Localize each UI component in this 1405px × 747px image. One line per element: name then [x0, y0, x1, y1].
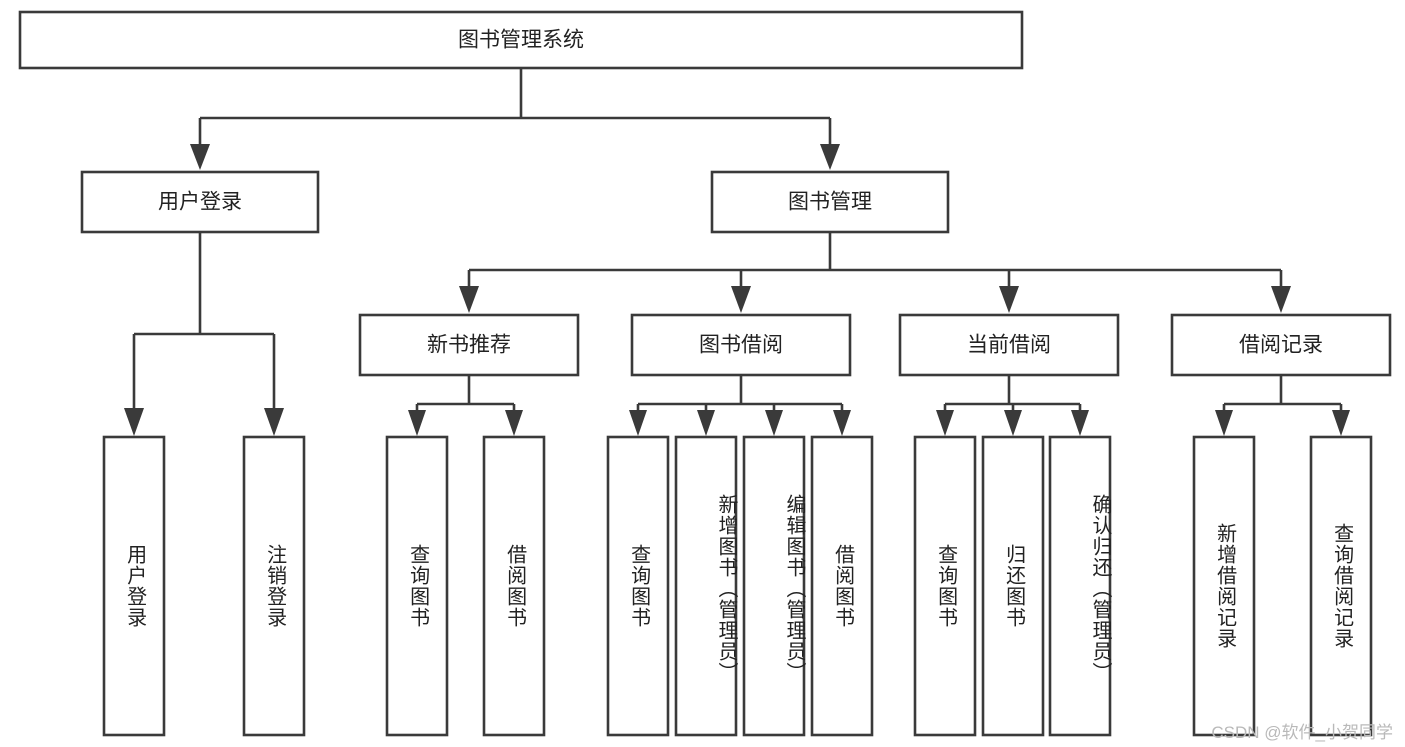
- leaf-box-book-borrow-3[interactable]: [810, 435, 874, 737]
- leaf-box-user-login-1[interactable]: [242, 435, 306, 737]
- arrow-cb-2: [1071, 410, 1089, 436]
- arrow-br-0: [1215, 410, 1233, 436]
- node-box-book-borrow[interactable]: [630, 313, 852, 377]
- arrow-bb-2: [765, 410, 783, 436]
- node-label-book-borrow: 图书借阅: [699, 334, 783, 357]
- connector-root-to-level2: [190, 68, 840, 170]
- arrow-nb-1: [505, 410, 523, 436]
- arrow-cb-0: [936, 410, 954, 436]
- arrow-l3-2: [999, 286, 1019, 313]
- connector-book-manage-to-level3: [459, 232, 1291, 313]
- node-label-current-borrow: 当前借阅: [967, 334, 1051, 357]
- node-label-borrow-records: 借阅记录: [1239, 334, 1323, 357]
- node-box-book-manage[interactable]: [710, 170, 950, 234]
- connector-user-login-to-leaves: [124, 232, 284, 436]
- leaf-box-borrow-records-1[interactable]: [1309, 435, 1373, 737]
- leaf-box-new-book-1[interactable]: [482, 435, 546, 737]
- connector-book-borrow-to-leaves: [629, 375, 851, 436]
- leaf-box-book-borrow-2[interactable]: [742, 435, 806, 737]
- arrow-nb-0: [408, 410, 426, 436]
- node-box-new-book-recommend[interactable]: [358, 313, 580, 377]
- node-box-current-borrow[interactable]: [898, 313, 1120, 377]
- node-label-user-login: 用户登录: [158, 191, 242, 214]
- leaf-box-current-borrow-0[interactable]: [913, 435, 977, 737]
- leaf-box-user-login-0[interactable]: [102, 435, 166, 737]
- node-label-root: 图书管理系统: [458, 29, 584, 52]
- leaf-box-book-borrow-0[interactable]: [606, 435, 670, 737]
- arrow-l3-1: [731, 286, 751, 313]
- node-box-user-login[interactable]: [80, 170, 320, 234]
- arrow-cb-1: [1004, 410, 1022, 436]
- arrow-leaf-ul-0: [124, 408, 144, 436]
- arrow-bb-1: [697, 410, 715, 436]
- node-box-root[interactable]: [18, 10, 1024, 70]
- leaf-box-borrow-records-0[interactable]: [1192, 435, 1256, 737]
- leaf-box-new-book-0[interactable]: [385, 435, 449, 737]
- arrow-bb-0: [629, 410, 647, 436]
- arrow-bb-3: [833, 410, 851, 436]
- leaf-box-current-borrow-1[interactable]: [981, 435, 1045, 737]
- leaf-box-current-borrow-2[interactable]: [1048, 435, 1112, 737]
- arrow-l3-3: [1271, 286, 1291, 313]
- leaf-box-book-borrow-1[interactable]: [674, 435, 738, 737]
- node-box-borrow-records[interactable]: [1170, 313, 1392, 377]
- connector-current-borrow-to-leaves: [936, 375, 1089, 436]
- arrow-l3-0: [459, 286, 479, 313]
- arrow-user-login: [190, 144, 210, 170]
- connector-borrow-records-to-leaves: [1215, 375, 1350, 436]
- connector-new-book-to-leaves: [408, 375, 523, 436]
- node-label-new-book-recommend: 新书推荐: [427, 334, 511, 357]
- arrow-leaf-ul-1: [264, 408, 284, 436]
- arrow-br-1: [1332, 410, 1350, 436]
- node-label-book-manage: 图书管理: [788, 191, 872, 214]
- arrow-book-manage: [820, 144, 840, 170]
